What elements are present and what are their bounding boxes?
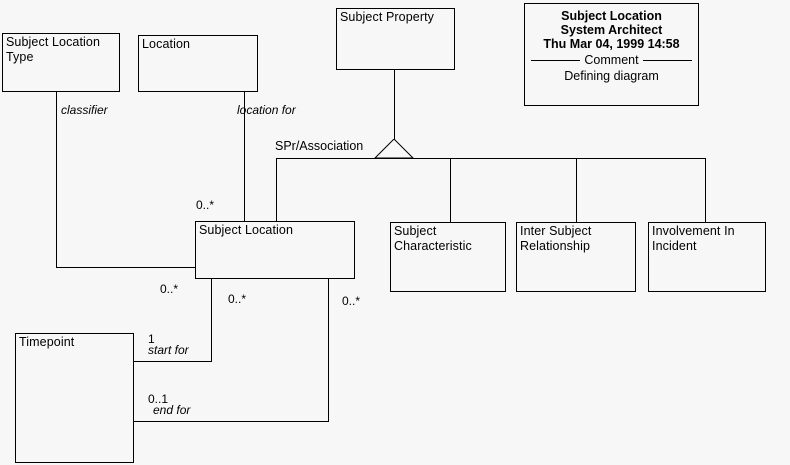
connector-end-for-vertical (328, 279, 329, 422)
comment-heading: Comment (584, 53, 639, 67)
comment-rule-right (642, 59, 692, 61)
connector-generalization-branch-subject-location (276, 158, 277, 222)
connector-generalization-branch-inter-subject-relationship (576, 158, 577, 223)
connector-start-for-vertical (211, 279, 212, 362)
multiplicity-start-for-far: 0..* (228, 292, 247, 306)
class-box-involvement-in-incident[interactable]: Involvement In Incident (648, 222, 766, 292)
multiplicity-end-for-near: 0..1 (148, 392, 169, 406)
multiplicity-end-for-far: 0..* (342, 294, 361, 308)
class-box-subject-characteristic[interactable]: Subject Characteristic (390, 222, 506, 292)
class-name-inter-subject-relationship: Inter Subject Relationship (520, 224, 592, 253)
class-box-subject-location[interactable]: Subject Location (195, 221, 355, 279)
class-name-subject-location: Subject Location (199, 223, 294, 237)
connector-generalization-stem (394, 70, 395, 142)
multiplicity-start-for-near: 1 (148, 332, 155, 346)
class-name-subject-location-type: Subject Location Type (6, 35, 101, 64)
comment-divider: Comment (531, 53, 692, 67)
connector-generalization-branch-involvement-in-incident (705, 158, 706, 223)
connector-start-for-horizontal (133, 361, 212, 362)
role-label-location-for: location for (237, 103, 296, 117)
multiplicity-classifier: 0..* (160, 282, 179, 296)
connector-classifier-vertical (56, 92, 57, 267)
class-name-timepoint: Timepoint (19, 335, 75, 349)
class-name-subject-property: Subject Property (340, 10, 435, 24)
comment-rule-left (531, 59, 581, 61)
connector-generalization-bar (276, 158, 705, 159)
connector-end-for-horizontal (133, 421, 329, 422)
multiplicity-location-for: 0..* (196, 198, 215, 212)
diagram-comment-block[interactable]: Subject Location System Architect Thu Ma… (524, 3, 699, 106)
comment-body: Defining diagram (564, 69, 659, 83)
class-name-subject-characteristic: Subject Characteristic (394, 224, 472, 253)
role-label-end-for: end for (153, 403, 191, 417)
class-box-inter-subject-relationship[interactable]: Inter Subject Relationship (516, 222, 636, 292)
class-box-subject-property[interactable]: Subject Property (336, 8, 455, 70)
comment-timestamp: Thu Mar 04, 1999 14:58 (543, 37, 680, 51)
class-name-involvement-in-incident: Involvement In Incident (652, 224, 735, 253)
comment-title: Subject Location (561, 9, 662, 23)
connector-location-for-vertical (244, 92, 245, 222)
class-box-timepoint[interactable]: Timepoint (15, 333, 134, 463)
comment-tool-name: System Architect (560, 23, 663, 37)
connector-classifier-horizontal (56, 267, 196, 268)
class-box-subject-location-type[interactable]: Subject Location Type (2, 33, 120, 92)
class-box-location[interactable]: Location (138, 35, 258, 92)
connector-generalization-branch-subject-characteristic (450, 158, 451, 223)
association-label-spr-association: SPr/Association (275, 139, 364, 153)
role-label-start-for: start for (148, 343, 189, 357)
role-label-classifier: classifier (61, 103, 108, 117)
class-name-location: Location (142, 37, 191, 51)
generalization-triangle-icon (373, 138, 415, 159)
